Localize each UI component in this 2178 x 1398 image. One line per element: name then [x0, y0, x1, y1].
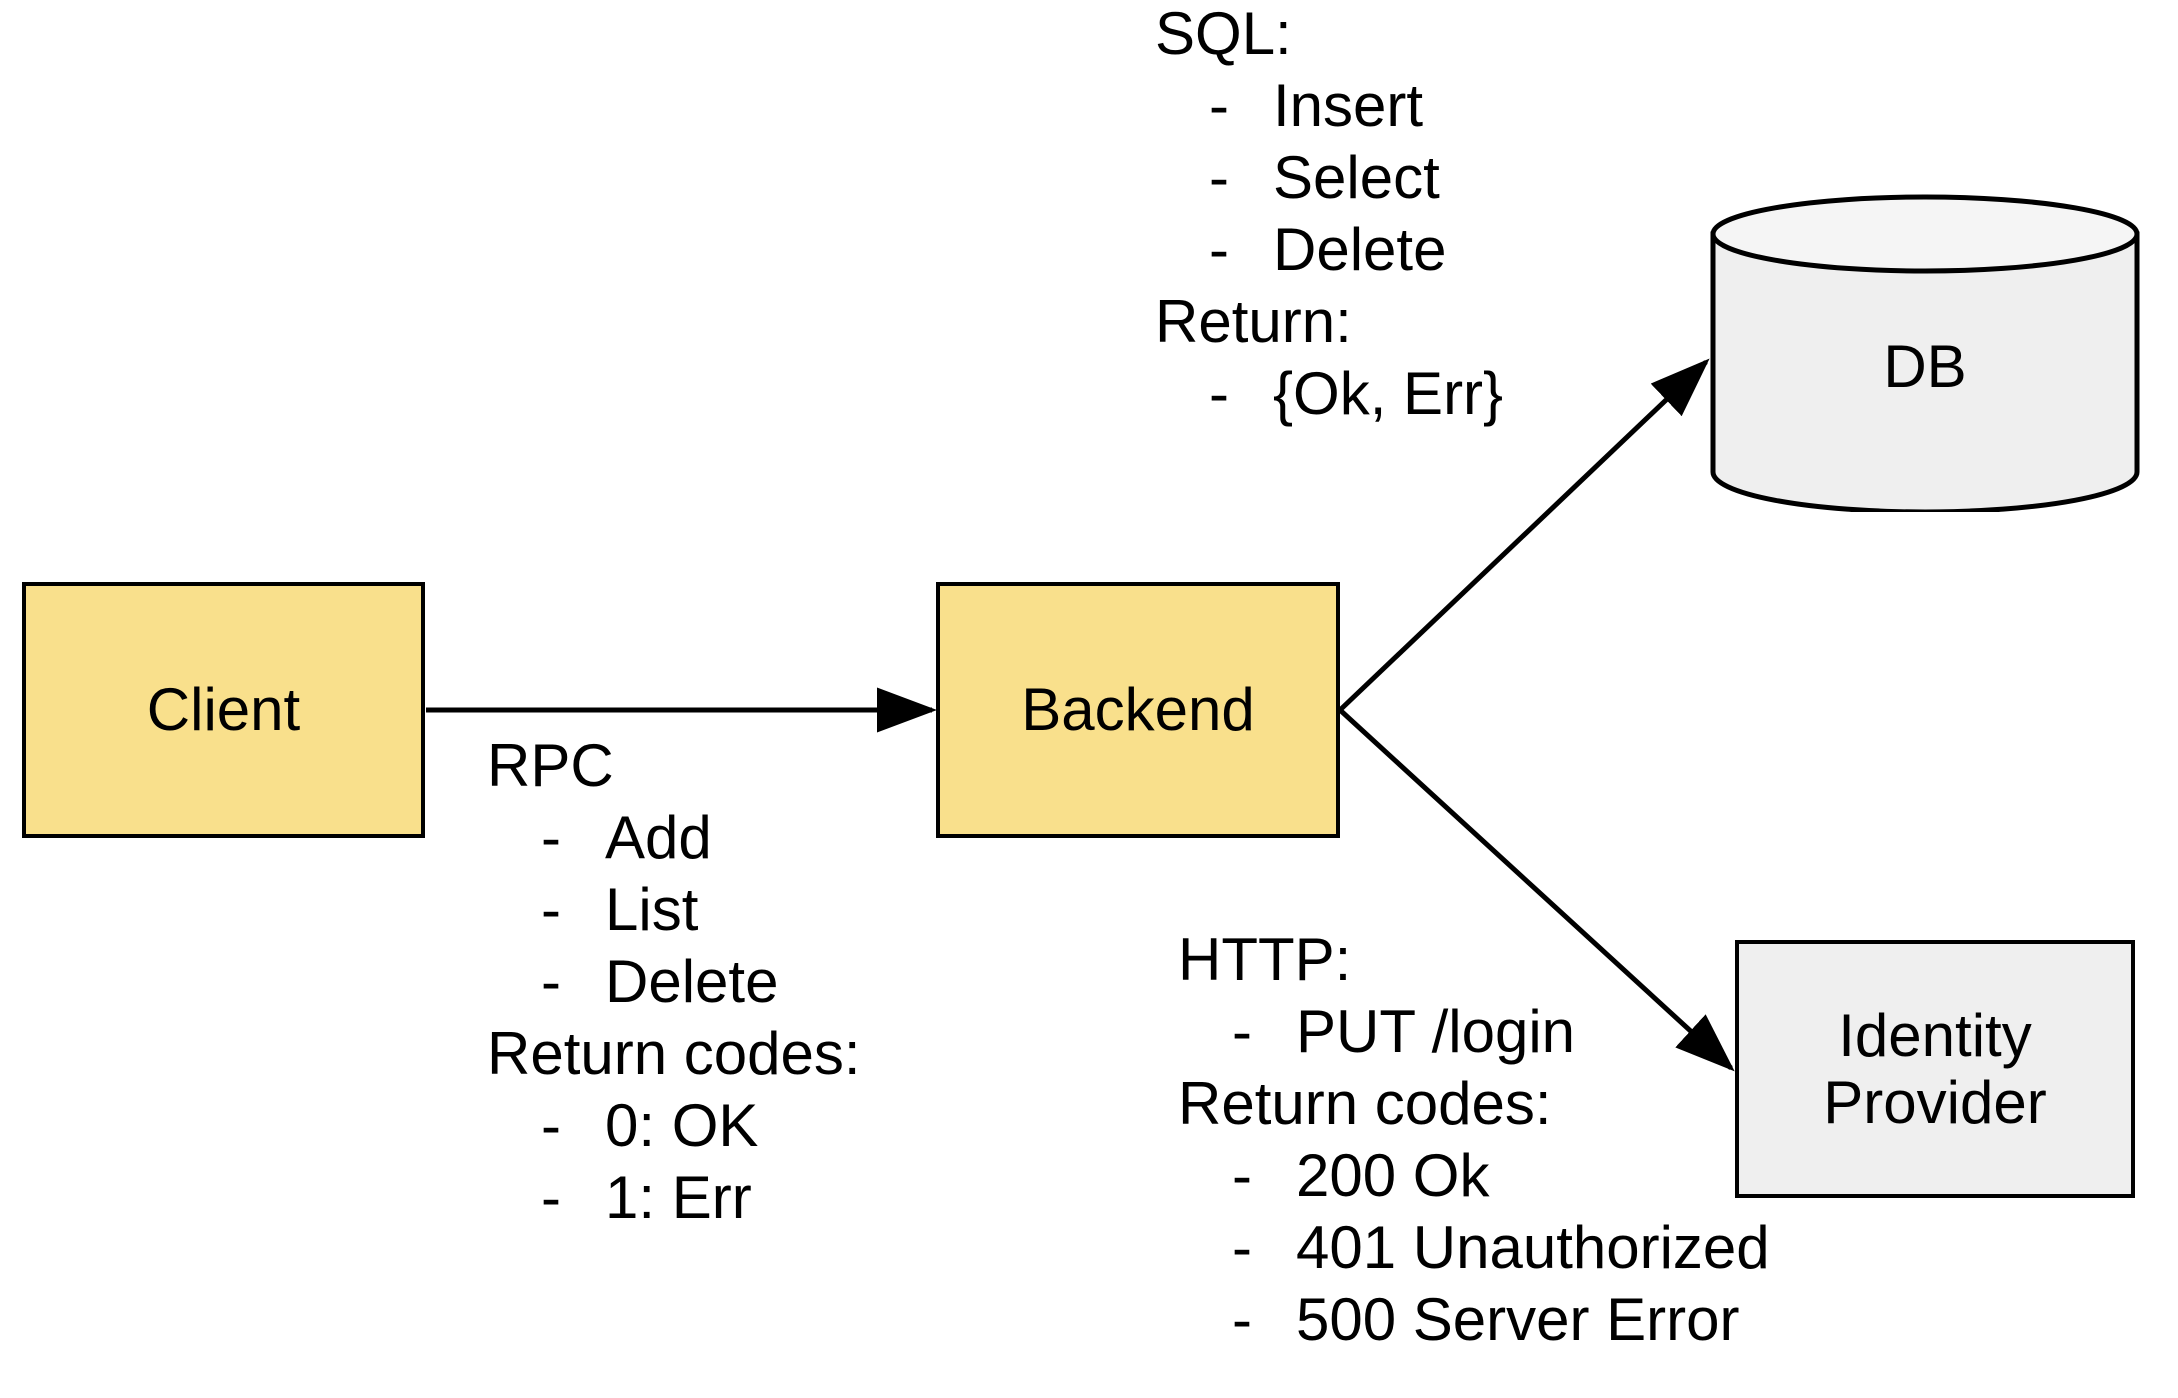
annotation-http-return-item-text: 401 Unauthorized: [1296, 1214, 1770, 1281]
bullet-dash: -: [1232, 1214, 1252, 1281]
node-db[interactable]: DB: [1710, 194, 2140, 512]
annotation-rpc-item: -Delete: [487, 952, 861, 1024]
bullet-dash: -: [1232, 1142, 1252, 1209]
annotation-http-item: -PUT /login: [1178, 1002, 1770, 1074]
bullet-dash: -: [541, 1164, 561, 1231]
annotation-http-return-item: -200 Ok: [1178, 1146, 1770, 1218]
annotation-rpc: RPC -Add -List -Delete Return codes: -0:…: [487, 736, 861, 1240]
bullet-dash: -: [1209, 144, 1229, 211]
annotation-http-heading: HTTP:: [1178, 926, 1352, 993]
annotation-rpc-item-text: Add: [605, 804, 712, 871]
annotation-rpc-item-text: Delete: [605, 948, 779, 1015]
annotation-sql-item-text: Select: [1273, 144, 1440, 211]
annotation-sql-return-heading: Return:: [1155, 288, 1352, 355]
bullet-dash: -: [541, 1092, 561, 1159]
node-client-label: Client: [146, 676, 301, 744]
annotation-rpc-item: -Add: [487, 808, 861, 880]
annotation-http-item-text: PUT /login: [1296, 998, 1576, 1065]
node-backend-label: Backend: [1021, 676, 1255, 744]
annotation-rpc-item: -List: [487, 880, 861, 952]
annotation-sql-item-text: Delete: [1273, 216, 1447, 283]
bullet-dash: -: [541, 804, 561, 871]
database-cylinder-icon: [1710, 194, 2140, 512]
annotation-sql: SQL: -Insert -Select -Delete Return: -{O…: [1155, 4, 1503, 436]
node-db-label: DB: [1883, 332, 1967, 400]
node-client[interactable]: Client: [22, 582, 425, 838]
annotation-http-return-item-text: 500 Server Error: [1296, 1286, 1740, 1353]
node-backend[interactable]: Backend: [936, 582, 1340, 838]
annotation-sql-item-text: Insert: [1273, 72, 1424, 139]
node-identity-provider[interactable]: Identity Provider: [1735, 940, 2135, 1198]
node-identity-provider-label-line2: Provider: [1823, 1069, 2047, 1136]
annotation-sql-return-item: -{Ok, Err}: [1155, 364, 1503, 436]
bullet-dash: -: [541, 876, 561, 943]
annotation-rpc-return-item: -1: Err: [487, 1168, 861, 1240]
annotation-sql-item: -Select: [1155, 148, 1503, 220]
annotation-http-return-heading: Return codes:: [1178, 1070, 1552, 1137]
bullet-dash: -: [1209, 216, 1229, 283]
annotation-http-return-item: -500 Server Error: [1178, 1290, 1770, 1362]
annotation-http: HTTP: -PUT /login Return codes: -200 Ok …: [1178, 930, 1770, 1362]
bullet-dash: -: [541, 948, 561, 1015]
annotation-rpc-return-item-text: 0: OK: [605, 1092, 759, 1159]
node-identity-provider-label-line1: Identity: [1838, 1001, 2032, 1069]
annotation-rpc-return-item-text: 1: Err: [605, 1164, 752, 1231]
bullet-dash: -: [1232, 998, 1252, 1065]
annotation-http-return-item-text: 200 Ok: [1296, 1142, 1490, 1209]
bullet-dash: -: [1209, 72, 1229, 139]
annotation-sql-return-item-text: {Ok, Err}: [1273, 360, 1504, 427]
annotation-rpc-return-item: -0: OK: [487, 1096, 861, 1168]
annotation-sql-item: -Insert: [1155, 76, 1503, 148]
bullet-dash: -: [1232, 1286, 1252, 1353]
bullet-dash: -: [1209, 360, 1229, 427]
annotation-rpc-item-text: List: [605, 876, 699, 943]
annotation-http-return-item: -401 Unauthorized: [1178, 1218, 1770, 1290]
annotation-rpc-return-heading: Return codes:: [487, 1020, 861, 1087]
annotation-sql-heading: SQL:: [1155, 0, 1292, 67]
annotation-rpc-heading: RPC: [487, 732, 614, 799]
annotation-sql-item: -Delete: [1155, 220, 1503, 292]
